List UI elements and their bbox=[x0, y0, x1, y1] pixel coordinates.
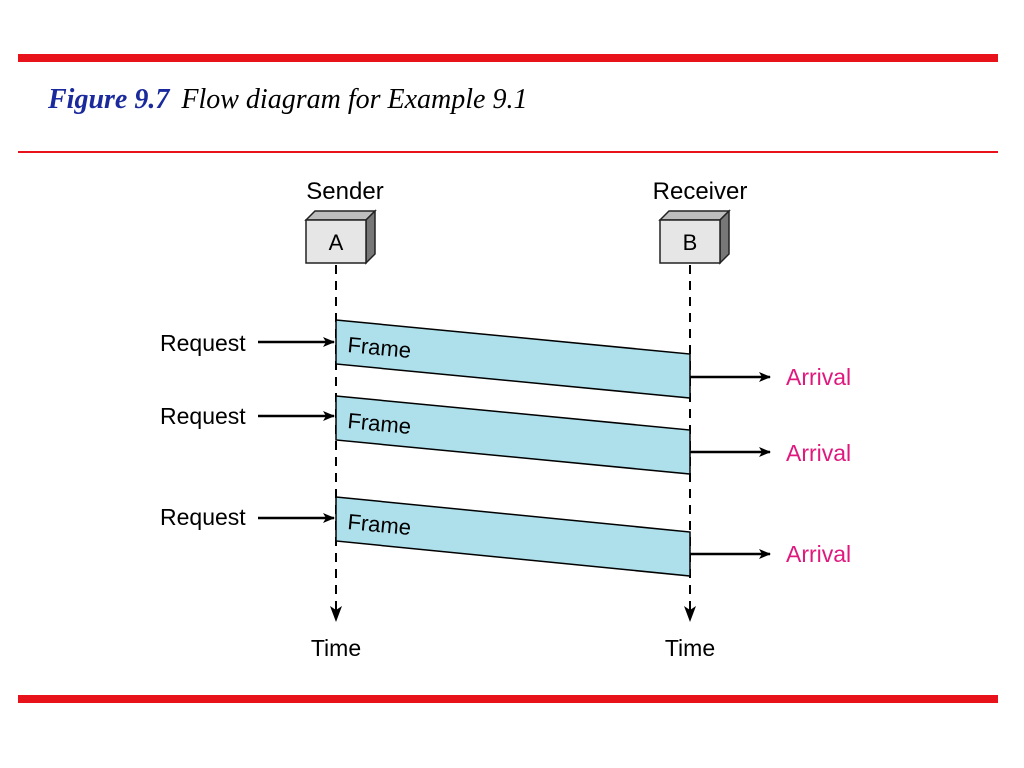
station-a-box: A bbox=[304, 209, 377, 265]
receiver-label: Receiver bbox=[653, 178, 748, 205]
frame-parallelogram bbox=[335, 319, 691, 399]
frame-parallelogram bbox=[335, 395, 691, 475]
station-b-id: B bbox=[683, 230, 698, 255]
frame-label: Frame bbox=[347, 332, 413, 363]
arrival-label: Arrival bbox=[786, 364, 851, 390]
arrival-label: Arrival bbox=[786, 541, 851, 567]
station-a-id: A bbox=[329, 230, 344, 255]
frame-row-2: Request Frame Arrival bbox=[160, 395, 851, 475]
frame-label: Frame bbox=[347, 509, 413, 540]
request-label: Request bbox=[160, 403, 246, 429]
frame-row-3: Request Frame Arrival bbox=[160, 496, 851, 577]
frame-label: Frame bbox=[347, 408, 413, 439]
sender-label: Sender bbox=[306, 178, 383, 205]
figure-label: Figure 9.7 bbox=[48, 84, 170, 115]
bottom-rule bbox=[18, 695, 998, 703]
frame-parallelogram bbox=[335, 496, 691, 577]
caption-rule bbox=[18, 151, 998, 153]
figure-title: Flow diagram for Example 9.1 bbox=[181, 84, 528, 115]
top-rule bbox=[18, 54, 998, 62]
request-label: Request bbox=[160, 330, 246, 356]
receiver-time-label: Time bbox=[665, 635, 715, 661]
frame-row-1: Request Frame Arrival bbox=[160, 319, 851, 399]
request-label: Request bbox=[160, 504, 246, 530]
figure-caption: Figure 9.7 Flow diagram for Example 9.1 bbox=[48, 84, 527, 116]
sender-time-label: Time bbox=[311, 635, 361, 661]
arrival-label: Arrival bbox=[786, 440, 851, 466]
receiver-time-arrowhead bbox=[684, 606, 696, 622]
sender-time-arrowhead bbox=[330, 606, 342, 622]
station-b-box: B bbox=[658, 209, 731, 265]
